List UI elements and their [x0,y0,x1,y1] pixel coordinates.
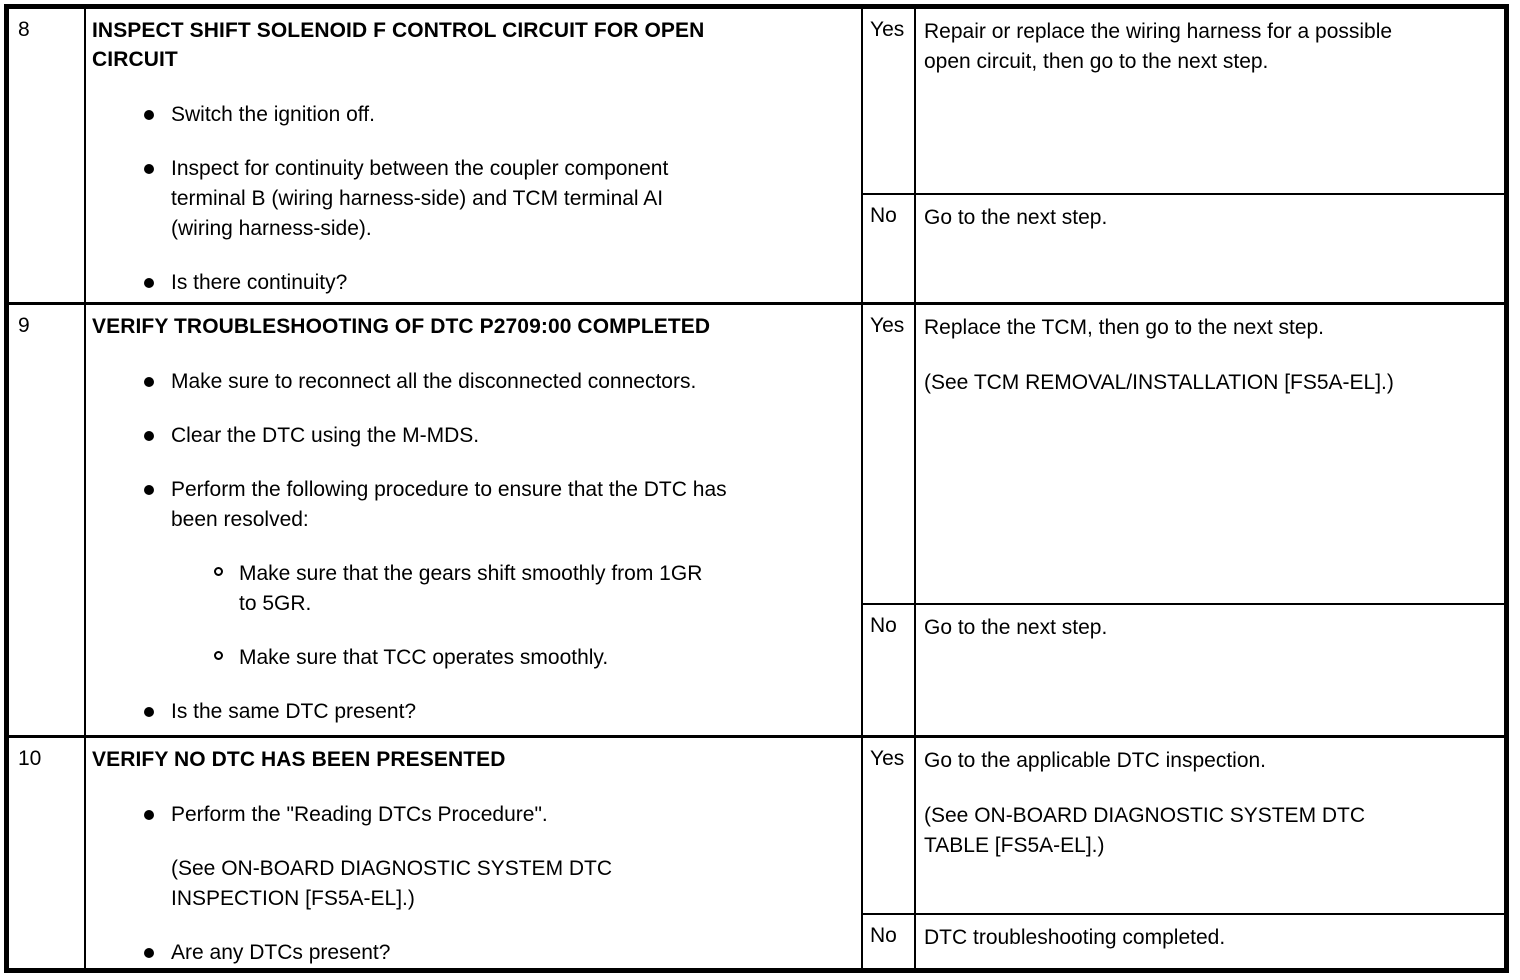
bullet-icon [144,707,154,717]
bullet-icon [144,164,154,174]
list-item-text: Perform the following procedure to ensur… [171,478,727,531]
list-item-text: Clear the DTC using the M-MDS. [171,424,480,447]
step-number: 10 [18,747,42,770]
result-reference-note: (See ON-BOARD DIAGNOSTIC SYSTEM DTC TABL… [924,804,1366,857]
table-row-step-8: 8 INSPECT SHIFT SOLENOID F CONTROL CIRCU… [9,9,1504,305]
outcome-column: Yes Replace the TCM, then go to the next… [863,305,1504,735]
sub-list-item: Make sure that the gears shift smoothly … [92,559,861,619]
no-outcome-row: No Go to the next step. [863,605,1504,735]
result-text: Replace the TCM, then go to the next ste… [924,316,1325,339]
open-circle-bullet-icon [214,567,223,576]
result-text: Repair or replace the wiring harness for… [924,20,1393,73]
list-item-text: Are any DTCs present? [171,941,391,964]
list-item: Switch the ignition off. [92,100,861,130]
bullet-icon [144,485,154,495]
list-item-text: Make sure to reconnect all the disconnec… [171,370,697,393]
list-item-text: Is the same DTC present? [171,700,417,723]
yes-label-cell: Yes [863,9,916,193]
action-title: INSPECT SHIFT SOLENOID F CONTROL CIRCUIT… [92,19,705,71]
step-number-cell: 10 [9,738,86,968]
yes-label: Yes [870,18,905,41]
diagnostic-troubleshooting-table: 8 INSPECT SHIFT SOLENOID F CONTROL CIRCU… [4,4,1509,973]
action-item-list: Switch the ignition off. Inspect for con… [92,100,861,298]
list-item: Inspect for continuity between the coupl… [92,154,861,244]
result-text: DTC troubleshooting completed. [924,926,1226,949]
list-item: Make sure to reconnect all the disconnec… [92,367,861,397]
no-label: No [870,924,897,947]
table-row-step-9: 9 VERIFY TROUBLESHOOTING OF DTC P2709:00… [9,305,1504,738]
list-item: Are any DTCs present? [92,938,861,968]
result-text: Go to the next step. [924,206,1108,229]
no-outcome-row: No Go to the next step. [863,195,1504,302]
outcome-column: Yes Repair or replace the wiring harness… [863,9,1504,302]
result-cell: Go to the applicable DTC inspection. (Se… [916,738,1504,913]
step-number-cell: 9 [9,305,86,735]
bullet-icon [144,431,154,441]
list-item-text: Inspect for continuity between the coupl… [171,157,669,240]
yes-label-cell: Yes [863,305,916,603]
action-cell: VERIFY NO DTC HAS BEEN PRESENTED Perform… [86,738,863,968]
list-item: Perform the following procedure to ensur… [92,475,861,535]
action-item-list: Make sure to reconnect all the disconnec… [92,367,861,727]
no-label: No [870,614,897,637]
step-number-cell: 8 [9,9,86,302]
list-item-text: Make sure that TCC operates smoothly. [239,646,609,669]
open-circle-bullet-icon [214,651,223,660]
bullet-icon [144,948,154,958]
reference-note-item: (See ON-BOARD DIAGNOSTIC SYSTEM DTC INSP… [92,854,861,914]
result-cell: DTC troubleshooting completed. [916,915,1504,968]
action-cell: INSPECT SHIFT SOLENOID F CONTROL CIRCUIT… [86,9,863,302]
list-item-text: Make sure that the gears shift smoothly … [239,562,703,615]
list-item: Is the same DTC present? [92,697,861,727]
result-cell: Repair or replace the wiring harness for… [916,9,1504,193]
list-item-text: Is there continuity? [171,271,348,294]
no-label: No [870,204,897,227]
list-item-text: Switch the ignition off. [171,103,375,126]
list-item: Perform the "Reading DTCs Procedure". [92,800,861,830]
yes-outcome-row: Yes Go to the applicable DTC inspection.… [863,738,1504,915]
bullet-icon [144,278,154,288]
no-label-cell: No [863,195,916,302]
no-outcome-row: No DTC troubleshooting completed. [863,915,1504,968]
yes-outcome-row: Yes Repair or replace the wiring harness… [863,9,1504,195]
reference-note-text: (See ON-BOARD DIAGNOSTIC SYSTEM DTC INSP… [171,857,613,910]
table-row-step-10: 10 VERIFY NO DTC HAS BEEN PRESENTED Perf… [9,738,1504,968]
result-cell: Go to the next step. [916,605,1504,735]
result-cell: Replace the TCM, then go to the next ste… [916,305,1504,603]
no-label-cell: No [863,915,916,968]
yes-label: Yes [870,314,905,337]
sub-list-item: Make sure that TCC operates smoothly. [92,643,861,673]
result-text: Go to the applicable DTC inspection. [924,749,1267,772]
yes-label-cell: Yes [863,738,916,913]
action-cell: VERIFY TROUBLESHOOTING OF DTC P2709:00 C… [86,305,863,735]
outcome-column: Yes Go to the applicable DTC inspection.… [863,738,1504,968]
action-title: VERIFY NO DTC HAS BEEN PRESENTED [92,748,506,771]
action-item-list: Perform the "Reading DTCs Procedure". (S… [92,800,861,968]
action-title: VERIFY TROUBLESHOOTING OF DTC P2709:00 C… [92,315,711,338]
result-cell: Go to the next step. [916,195,1504,302]
result-reference-note: (See TCM REMOVAL/INSTALLATION [FS5A-EL].… [924,371,1394,394]
yes-label: Yes [870,747,905,770]
bullet-icon [144,110,154,120]
list-item: Is there continuity? [92,268,861,298]
no-label-cell: No [863,605,916,735]
result-text: Go to the next step. [924,616,1108,639]
list-item-text: Perform the "Reading DTCs Procedure". [171,803,548,826]
list-item: Clear the DTC using the M-MDS. [92,421,861,451]
bullet-icon [144,377,154,387]
bullet-icon [144,810,154,820]
step-number: 9 [18,314,30,337]
yes-outcome-row: Yes Replace the TCM, then go to the next… [863,305,1504,605]
step-number: 8 [18,18,30,41]
